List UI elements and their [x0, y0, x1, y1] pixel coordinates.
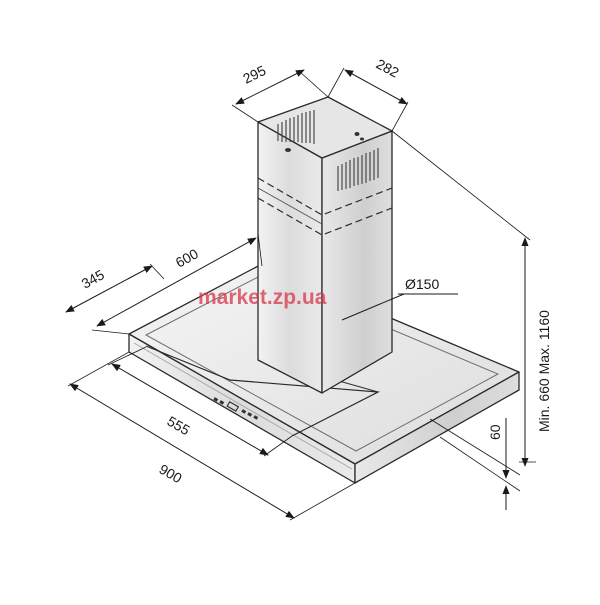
chimney-left-face: [257, 121, 323, 394]
dimension-duct-diameter: Ø150: [341, 276, 458, 321]
vent-slots-icon: [277, 110, 315, 144]
glass-panel-edge: [145, 345, 381, 437]
label-canopy-width: 900: [157, 461, 185, 487]
telescopic-joint-line: [257, 177, 393, 216]
dimension-canopy-thickness: 60: [429, 418, 521, 510]
chimney-right-face: [321, 130, 393, 394]
dimension-chimney-height: Min. 660 Max. 1160: [391, 130, 552, 467]
label-canopy-front-width: 555: [165, 413, 193, 439]
label-canopy-thickness: 60: [487, 424, 503, 440]
chimney: [257, 96, 393, 394]
label-chimney-offset: 345: [79, 266, 107, 291]
label-chimney-depth: 282: [374, 56, 402, 81]
label-canopy-depth: 600: [173, 245, 201, 270]
label-chimney-width: 295: [240, 62, 268, 87]
vent-slots-icon: [337, 148, 379, 191]
label-duct-diameter: Ø150: [405, 276, 439, 292]
canopy-side-face: [354, 371, 520, 484]
watermark-text: market.zp.ua: [198, 286, 327, 309]
label-chimney-height-range: Min. 660 Max. 1160: [536, 310, 552, 432]
